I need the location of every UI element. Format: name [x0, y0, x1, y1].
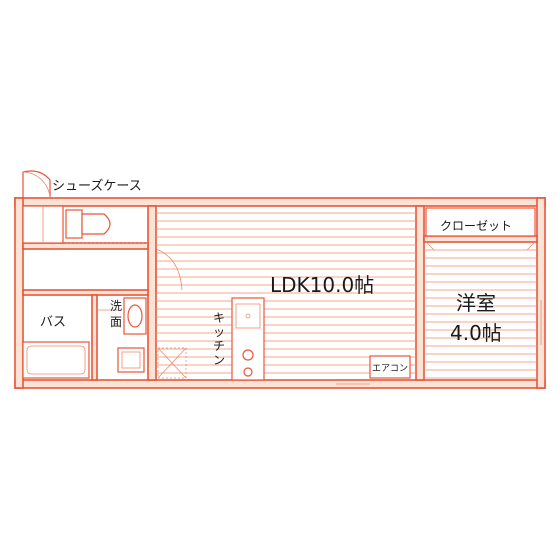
kitchen-counter: [231, 297, 265, 381]
kitchen-label-char: キ: [213, 311, 225, 325]
outer-walls: [14, 197, 546, 389]
laundry-pan: [157, 347, 187, 379]
bath-label: バス: [40, 315, 66, 330]
corridor-door: [155, 248, 183, 292]
entrance-door: [22, 170, 51, 199]
aircon-box: [369, 355, 411, 379]
windows: [336, 300, 542, 385]
western-label-1: 洋室: [456, 291, 496, 315]
kitchen-label-char: チ: [213, 339, 225, 353]
washroom-sink: [97, 297, 147, 373]
shoe-case-area: [22, 205, 64, 244]
toilet: [65, 209, 148, 244]
closet-label: クローゼット: [440, 219, 512, 233]
kitchen-label-char: ン: [213, 353, 225, 367]
kitchen-label-char: ッ: [213, 325, 225, 339]
western-flooring: [424, 249, 537, 379]
shoe-case-label: シューズケース: [52, 178, 142, 194]
washroom-label-1: 洗: [110, 299, 122, 313]
closet: [425, 207, 536, 251]
aircon-label: エアコン: [372, 364, 408, 374]
washroom-label-2: 面: [110, 315, 122, 329]
bathtub: [22, 341, 90, 379]
ldk-label: LDK10.0帖: [270, 273, 374, 297]
western-label-2: 4.0帖: [450, 321, 502, 345]
ldk-flooring: [156, 212, 416, 374]
